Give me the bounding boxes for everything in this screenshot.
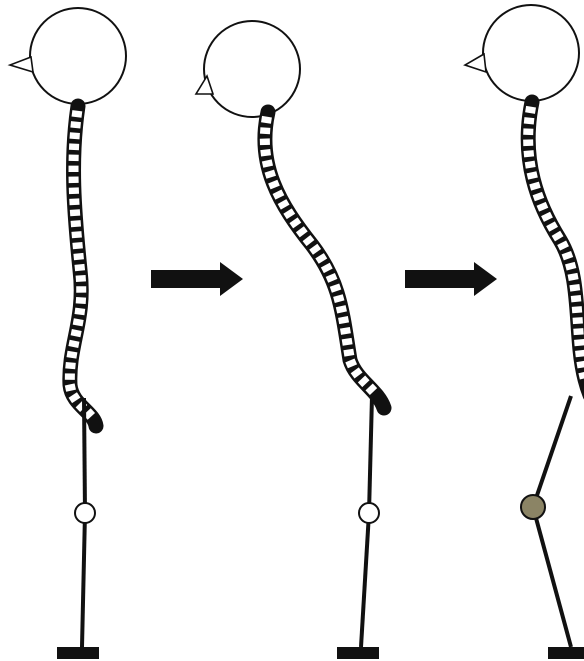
progression-arrow: [151, 262, 243, 296]
vertebra: [71, 220, 81, 227]
tibia: [361, 513, 369, 647]
vertebra: [69, 166, 79, 172]
vertebra: [69, 176, 79, 183]
foot: [548, 647, 584, 659]
vertebra: [70, 132, 80, 139]
head: [30, 8, 126, 104]
femur: [533, 396, 571, 507]
figure-2: [196, 21, 384, 659]
vertebra: [76, 297, 86, 304]
knee-joint: [75, 503, 95, 523]
femur: [84, 398, 85, 513]
vertebra: [74, 264, 85, 271]
vertebra: [575, 350, 584, 358]
vertebra: [260, 127, 270, 134]
vertebra: [572, 306, 582, 313]
vertebra: [573, 328, 583, 335]
vertebra: [260, 149, 271, 157]
vertebra: [69, 198, 79, 205]
figure-3: [465, 5, 584, 659]
vertebra: [573, 317, 583, 324]
vertebra: [70, 121, 81, 128]
vertebra: [65, 373, 75, 380]
tibia: [82, 513, 85, 647]
vertebra: [70, 209, 80, 216]
vertebra: [524, 117, 535, 124]
vertebra: [523, 128, 533, 135]
vertebra: [76, 275, 86, 282]
vertebra: [71, 231, 82, 238]
vertebra: [523, 139, 533, 146]
vertebra: [569, 284, 580, 292]
nose: [10, 57, 33, 72]
spine: [260, 112, 384, 408]
foot: [337, 647, 379, 659]
vertebra: [72, 242, 83, 249]
progression-arrow: [405, 262, 497, 296]
figure-1: [10, 8, 126, 659]
vertebra: [76, 286, 86, 292]
vertebra: [74, 308, 85, 316]
vertebra: [69, 187, 79, 194]
spine: [65, 106, 96, 426]
foot: [57, 647, 99, 659]
femur: [369, 396, 372, 513]
vertebra: [65, 362, 76, 369]
tibia: [533, 507, 571, 647]
vertebra: [571, 295, 582, 302]
nose: [465, 54, 486, 72]
head: [483, 5, 579, 101]
vertebra: [73, 253, 84, 260]
vertebra: [260, 138, 270, 145]
vertebra: [69, 154, 79, 161]
knee-joint: [521, 495, 545, 519]
spine: [523, 102, 584, 395]
knee-joint: [359, 503, 379, 523]
vertebra: [574, 339, 584, 346]
head: [204, 21, 300, 117]
vertebra: [72, 110, 83, 118]
vertebra: [69, 143, 79, 150]
vertebra: [524, 150, 535, 157]
